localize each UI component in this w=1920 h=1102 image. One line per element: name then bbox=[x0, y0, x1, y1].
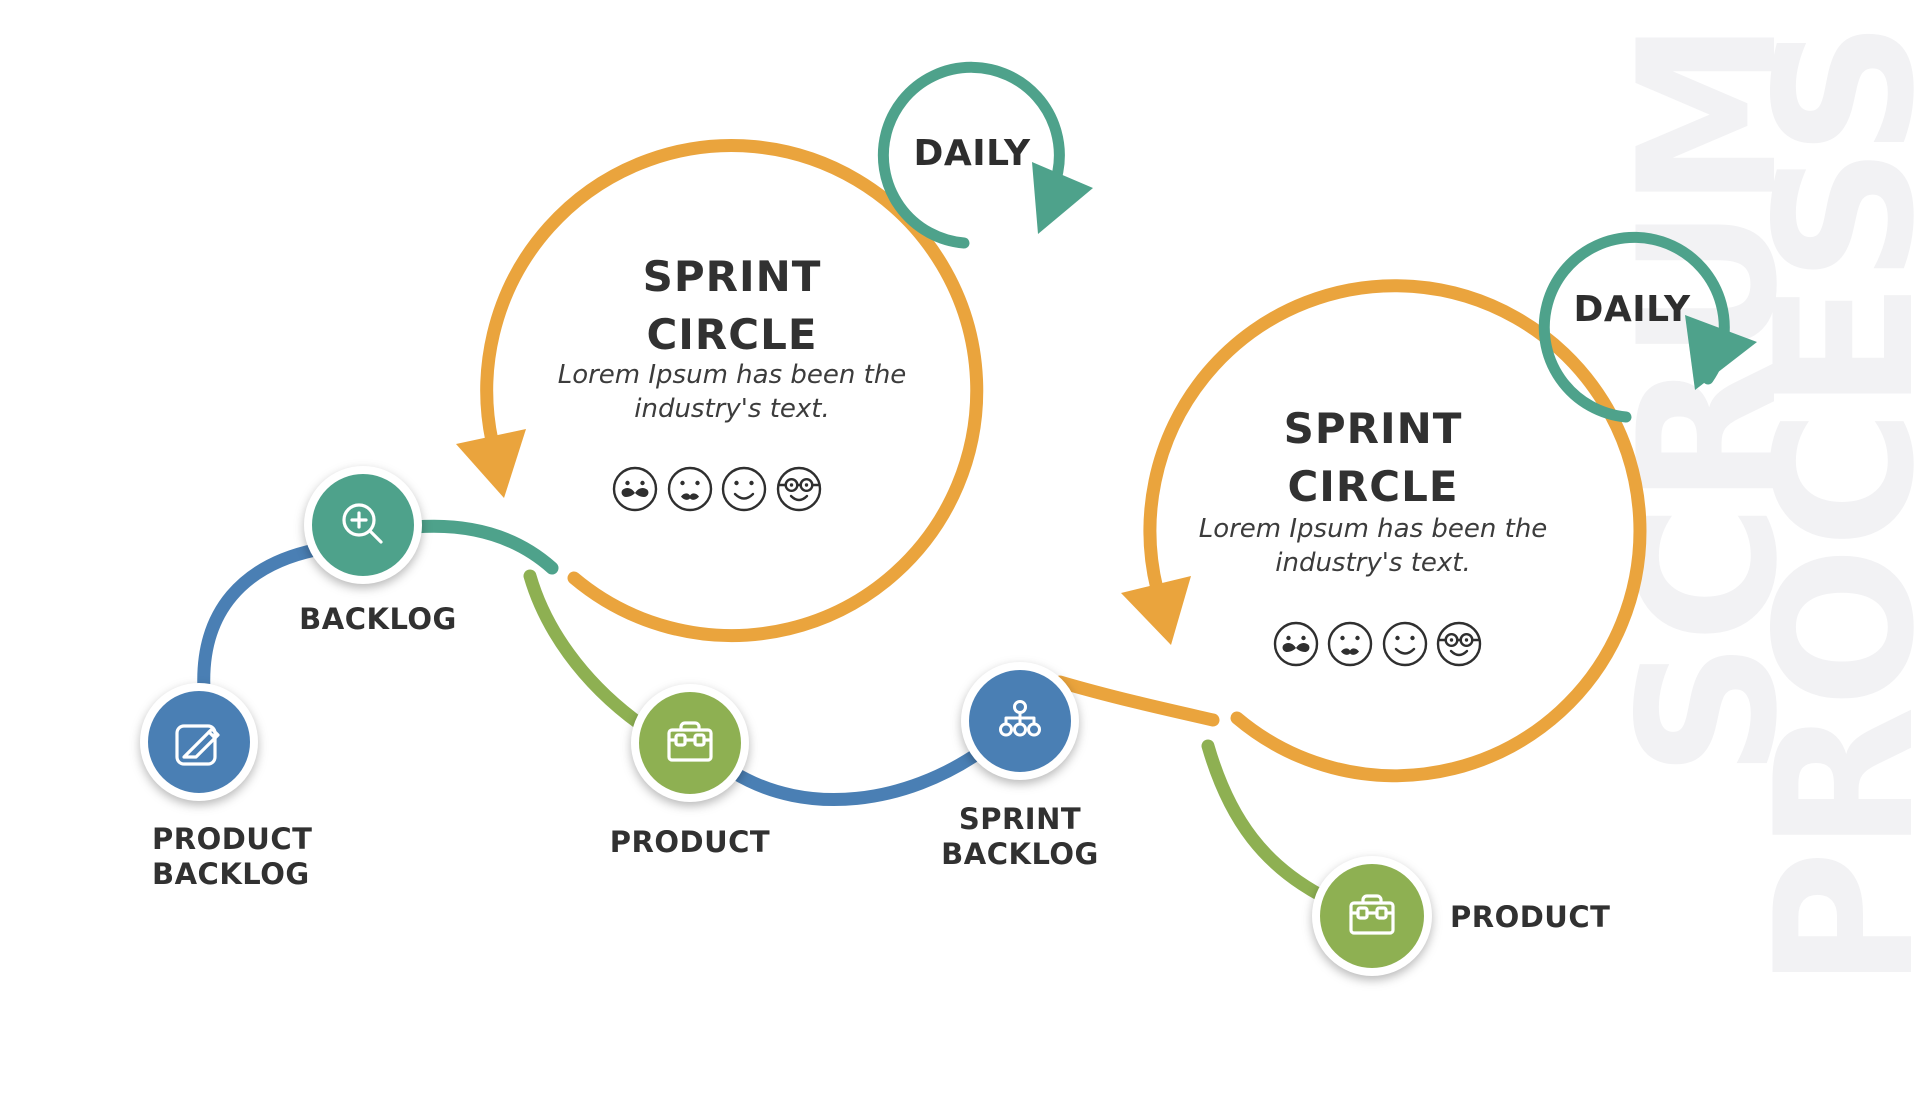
face-smile-icon bbox=[1382, 621, 1428, 667]
connector-circle-1-to-product-1 bbox=[523, 569, 647, 731]
face-glasses-icon bbox=[1436, 621, 1482, 667]
sprint-circle-1-subtitle-line-2: industry's text. bbox=[634, 394, 830, 424]
connector-circle-2-to-product-2 bbox=[1201, 739, 1329, 903]
product-1-label: PRODUCT bbox=[609, 825, 771, 859]
daily-label-2: DAILY bbox=[1573, 289, 1691, 330]
edit-icon bbox=[175, 724, 220, 766]
connector-sprint-backlog-to-circle-2 bbox=[1053, 675, 1220, 727]
sprint-circle-2-ring bbox=[1121, 279, 1647, 783]
daily-loop-2-arrowhead bbox=[1685, 315, 1757, 390]
briefcase-icon bbox=[667, 721, 713, 762]
sprint-circle-1-subtitle: Lorem Ipsum has been the industry's text… bbox=[482, 358, 982, 426]
zoom-in-icon bbox=[342, 503, 383, 544]
daily-loop-2 bbox=[1538, 231, 1757, 423]
daily-loop-1 bbox=[877, 61, 1093, 249]
connector-product-1-to-sprint-backlog bbox=[726, 745, 987, 807]
team-faces-circle-1 bbox=[612, 466, 822, 512]
sprint-circle-1-arrowhead bbox=[456, 429, 526, 498]
sprint-circle-1-subtitle-line-1: Lorem Ipsum has been the bbox=[557, 360, 907, 390]
face-glasses-icon bbox=[776, 466, 822, 512]
product-backlog-label: PRODUCT BACKLOG bbox=[152, 822, 313, 891]
node-sprint-backlog bbox=[961, 662, 1079, 780]
sitemap-icon bbox=[999, 700, 1041, 737]
face-mustache-icon bbox=[1273, 621, 1319, 667]
product-2-label: PRODUCT bbox=[1450, 900, 1611, 934]
sprint-circle-2-subtitle-line-1: Lorem Ipsum has been the bbox=[1198, 514, 1548, 544]
sprint-circle-2-title-line-1: SPRINT bbox=[1283, 404, 1463, 453]
backlog-label: BACKLOG bbox=[299, 602, 457, 636]
face-mustache-icon bbox=[612, 466, 658, 512]
sprint-circle-1-title-line-2: CIRCLE bbox=[646, 310, 818, 359]
sprint-backlog-label: SPRINT BACKLOG bbox=[941, 802, 1099, 871]
connector-product-backlog-to-backlog bbox=[197, 543, 322, 697]
briefcase-icon bbox=[1349, 894, 1395, 935]
connector-backlog-to-circle-1 bbox=[408, 519, 559, 575]
face-lips-icon bbox=[1327, 621, 1373, 667]
sprint-circle-1-ring bbox=[456, 139, 984, 643]
sprint-circle-2-arrowhead bbox=[1121, 576, 1191, 645]
sprint-circle-1-title: SPRINT CIRCLE bbox=[482, 248, 982, 364]
sprint-circle-2-title: SPRINT CIRCLE bbox=[1123, 400, 1623, 516]
daily-label-1: DAILY bbox=[913, 133, 1031, 174]
sprint-circle-2-title-line-2: CIRCLE bbox=[1287, 462, 1459, 511]
sprint-circle-2-subtitle: Lorem Ipsum has been the industry's text… bbox=[1123, 512, 1623, 580]
node-product-backlog bbox=[140, 683, 258, 801]
team-faces-circle-2 bbox=[1273, 621, 1482, 667]
node-product-2 bbox=[1312, 856, 1432, 976]
node-product-1 bbox=[631, 684, 749, 802]
face-smile-icon bbox=[721, 466, 767, 512]
sprint-circle-1-title-line-1: SPRINT bbox=[642, 252, 822, 301]
node-backlog bbox=[304, 466, 422, 584]
sprint-circle-2-subtitle-line-2: industry's text. bbox=[1275, 548, 1471, 578]
daily-loop-1-arrowhead bbox=[1032, 162, 1093, 234]
face-lips-icon bbox=[667, 466, 713, 512]
